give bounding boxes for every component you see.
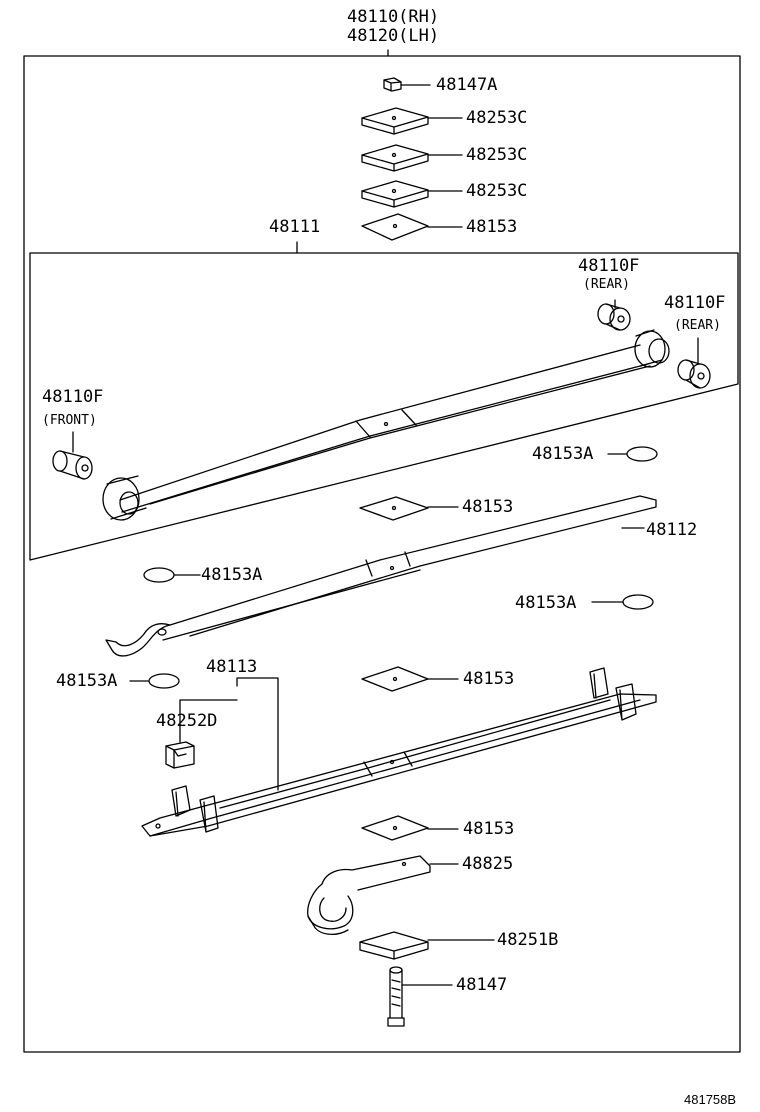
sheet-48153-mid2 (361, 666, 459, 692)
disc-48153a-1 (607, 446, 658, 462)
pad-48253c-2 (361, 144, 463, 172)
sheet-48153-mid1 (359, 496, 459, 521)
label-48825: 48825 (462, 854, 514, 874)
disc-48153a-4 (129, 673, 180, 689)
label-48251b: 48251B (497, 930, 559, 950)
block-48251b (359, 931, 495, 960)
bushing-rear-2 (677, 337, 711, 389)
label-48110f-rear-2-note: (REAR) (674, 318, 721, 333)
label-48110f-front-note: (FRONT) (42, 413, 97, 428)
label-48253c-3: 48253C (466, 181, 528, 201)
label-48147a: 48147A (436, 75, 498, 95)
label-48110f-rear-1-note: (REAR) (583, 277, 630, 292)
label-48110f-rear-1: 48110F (578, 256, 640, 276)
sheet-48153-low (361, 815, 459, 841)
pad-48253c-1 (361, 107, 463, 135)
label-48110f-rear-2: 48110F (664, 293, 726, 313)
nut-48147a (383, 77, 431, 92)
label-48112: 48112 (646, 520, 698, 540)
assembly-part-rh: 48110(RH) (347, 7, 440, 27)
label-48253c-1: 48253C (466, 108, 528, 128)
seat-48825 (307, 855, 459, 936)
label-48111: 48111 (269, 217, 321, 237)
label-48113: 48113 (206, 657, 258, 677)
main-leaf-48111 (102, 329, 670, 521)
assembly-part-lh: 48120(LH) (347, 26, 440, 46)
bolt-48147 (387, 966, 453, 1027)
pad-48253c-3 (361, 180, 463, 208)
third-leaf-48113 (141, 667, 657, 837)
label-48153-low: 48153 (463, 819, 515, 839)
label-48153a-1: 48153A (532, 444, 594, 464)
label-48253c-2: 48253C (466, 145, 528, 165)
label-48147: 48147 (456, 975, 508, 995)
label-48153a-2: 48153A (201, 565, 263, 585)
bushing-rear-1 (597, 299, 631, 331)
assembly-frame (23, 49, 741, 1053)
label-48252d: 48252D (156, 711, 218, 731)
figure-code: 481758B (684, 1092, 737, 1107)
disc-48153a-3 (591, 594, 654, 610)
label-48153-mid2: 48153 (463, 669, 515, 689)
label-48153-top: 48153 (466, 217, 518, 237)
sheet-48153-top (361, 213, 463, 241)
bushing-front (52, 431, 93, 480)
disc-48153a-2 (143, 567, 201, 583)
label-48153-mid1: 48153 (462, 497, 514, 517)
clip-48252d (165, 699, 238, 769)
label-48153a-3: 48153A (515, 593, 577, 613)
label-48153a-4: 48153A (56, 671, 118, 691)
label-48110f-front: 48110F (42, 387, 104, 407)
second-leaf-48112 (105, 495, 657, 657)
main-leaf-frame (29, 241, 739, 561)
